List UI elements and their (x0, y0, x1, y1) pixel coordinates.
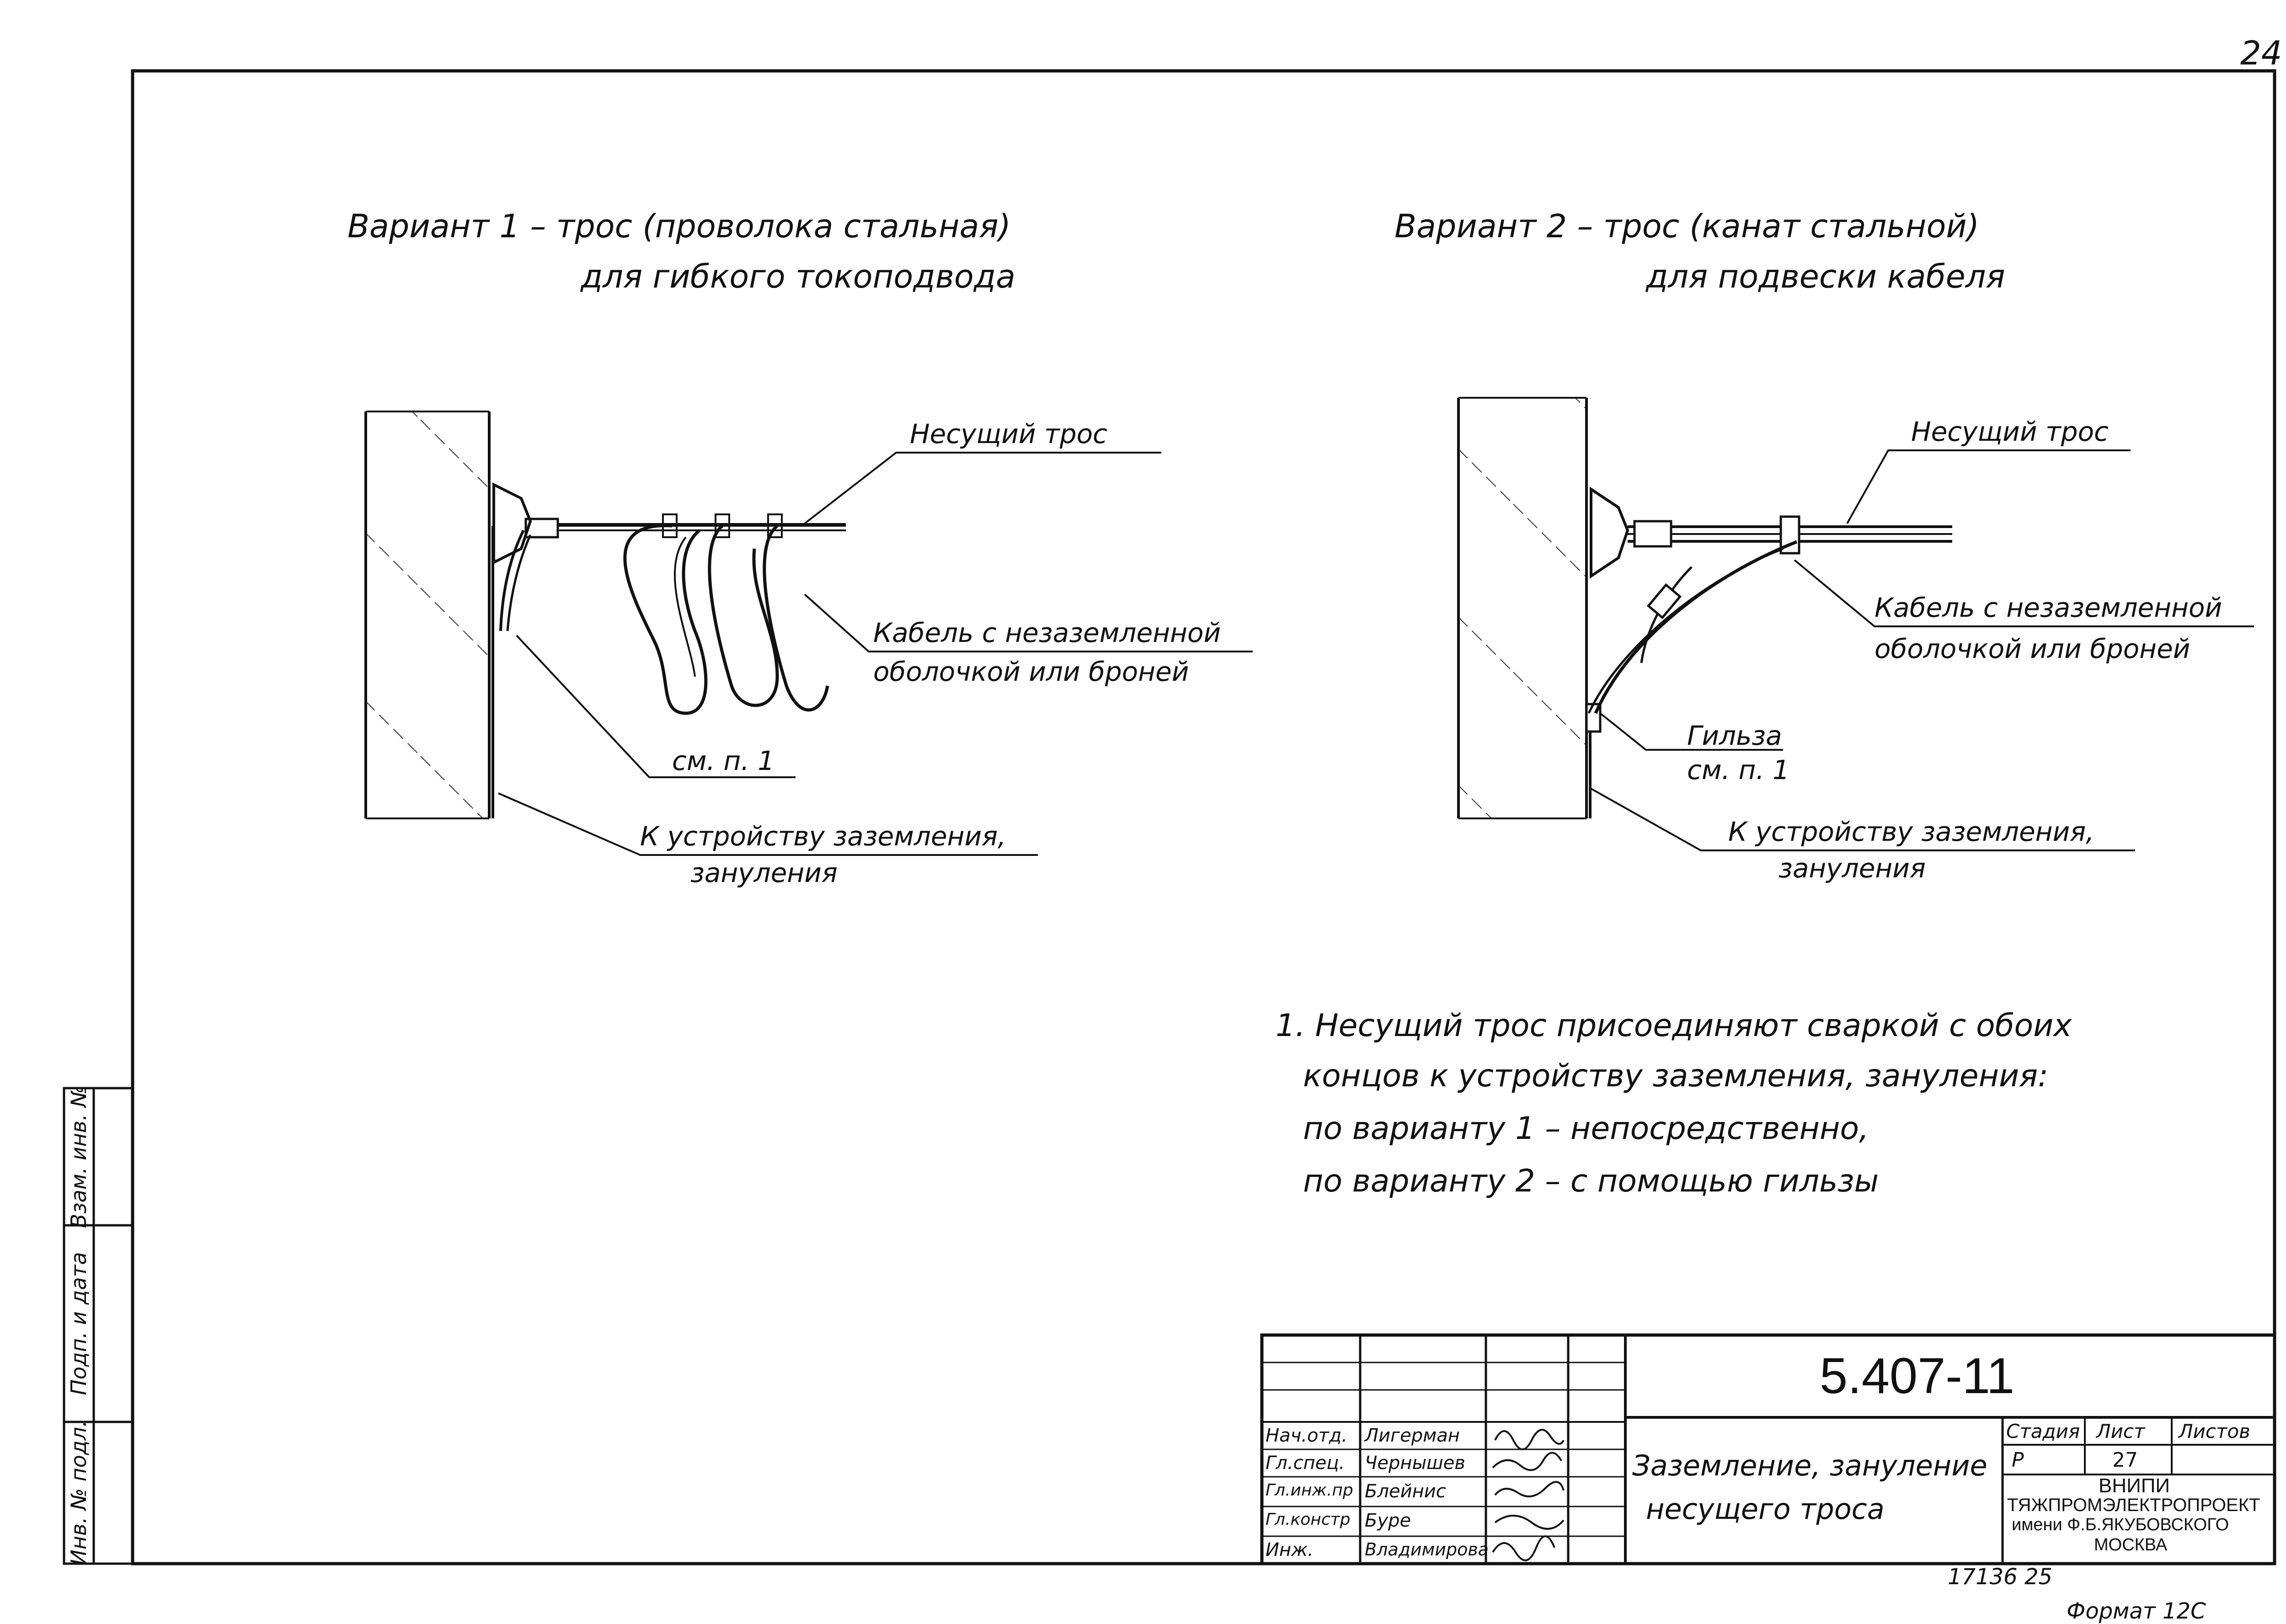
bottom-number: 17136 25 (1948, 1564, 2053, 1590)
doc-code: 5.407-11 (1820, 1348, 2015, 1404)
side-stamp (63, 1087, 134, 1565)
variant2-drawing (1457, 397, 2254, 851)
variant1-title-line1: Вариант 1 – трос (проволока стальная) (347, 208, 1011, 245)
variant1-cable-label-line1: Кабель с незаземленной (873, 617, 1221, 648)
variant2-ground-label-line1: К устройству заземления, (1728, 816, 2094, 847)
drawing-title-line1: Заземление, зануление (1632, 1449, 1987, 1482)
sheet-corner-number: 24 (2240, 34, 2282, 72)
signatory-role-3: Гл.инж.пр (1266, 1481, 1353, 1500)
drawing-title-line2: несущего троса (1646, 1492, 1885, 1526)
title-block-grid (1260, 1333, 2276, 1565)
note-line-2: концов к устройству заземления, занулени… (1303, 1058, 2049, 1094)
signatory-role-2: Гл.спец. (1266, 1453, 1345, 1474)
col-stage: Стадия (2006, 1420, 2080, 1442)
variant1-rope-label: Несущий трос (910, 418, 1107, 449)
signatory-name-3: Блейнис (1365, 1481, 1446, 1502)
variant1-ground-label-line1: К устройству заземления, (640, 821, 1006, 852)
variant2-rope-label: Несущий трос (1911, 416, 2109, 447)
format-label: Формат 12С (2067, 1598, 2206, 1624)
signatory-role-5: Инж. (1266, 1539, 1314, 1560)
sheet-frame (131, 69, 2276, 1565)
signatory-role-1: Нач.отд. (1266, 1425, 1348, 1446)
org-line-3: имени Ф.Б.ЯКУБОВСКОГО (2012, 1515, 2229, 1534)
variant2-title-line1: Вариант 2 – трос (канат стальной) (1394, 208, 1980, 245)
org-line-1: ВНИПИ (2099, 1474, 2170, 1497)
signatory-name-4: Буре (1365, 1510, 1411, 1531)
note-line-3: по варианту 1 – непосредственно, (1303, 1111, 1869, 1147)
sheet-value: 27 (2112, 1448, 2138, 1472)
org-line-2: ТЯЖПРОМЭЛЕКТРОПРОЕКТ (2007, 1495, 2260, 1515)
note-line-1: 1. Несущий трос присоединяют сваркой с о… (1276, 1008, 2072, 1044)
variant1-cable-label-line2: оболочкой или броней (873, 656, 1189, 687)
signatory-role-4: Гл.констр (1266, 1510, 1351, 1529)
stage-value: Р (2012, 1448, 2024, 1472)
note-line-4: по варианту 2 – с помощью гильзы (1303, 1163, 1879, 1199)
col-sheet: Лист (2096, 1420, 2145, 1442)
variant1-drawing (364, 411, 1253, 856)
variant2-ground-label-line2: зануления (1779, 853, 1926, 884)
variant1-ground-label-line2: зануления (690, 857, 838, 888)
signatory-name-2: Чернышев (1365, 1453, 1465, 1474)
signatory-name-5: Владимирова (1365, 1539, 1489, 1560)
variant2-cable-label-line2: оболочкой или броней (1875, 633, 2190, 664)
signatory-name-1: Лигерман (1365, 1425, 1460, 1446)
variant1-title-line2: для гибкого токоподвода (581, 258, 1015, 295)
variant2-sleeve-label-line1: Гильза (1687, 720, 1782, 751)
variant1-ref-label: см. п. 1 (672, 745, 775, 776)
variant2-title-line2: для подвески кабеля (1646, 258, 2005, 295)
variant2-sleeve-label-line2: см. п. 1 (1687, 754, 1790, 785)
col-sheets: Листов (2179, 1420, 2250, 1442)
variant2-cable-label-line1: Кабель с незаземленной (1875, 592, 2222, 623)
org-line-4: МОСКВА (2094, 1535, 2168, 1555)
